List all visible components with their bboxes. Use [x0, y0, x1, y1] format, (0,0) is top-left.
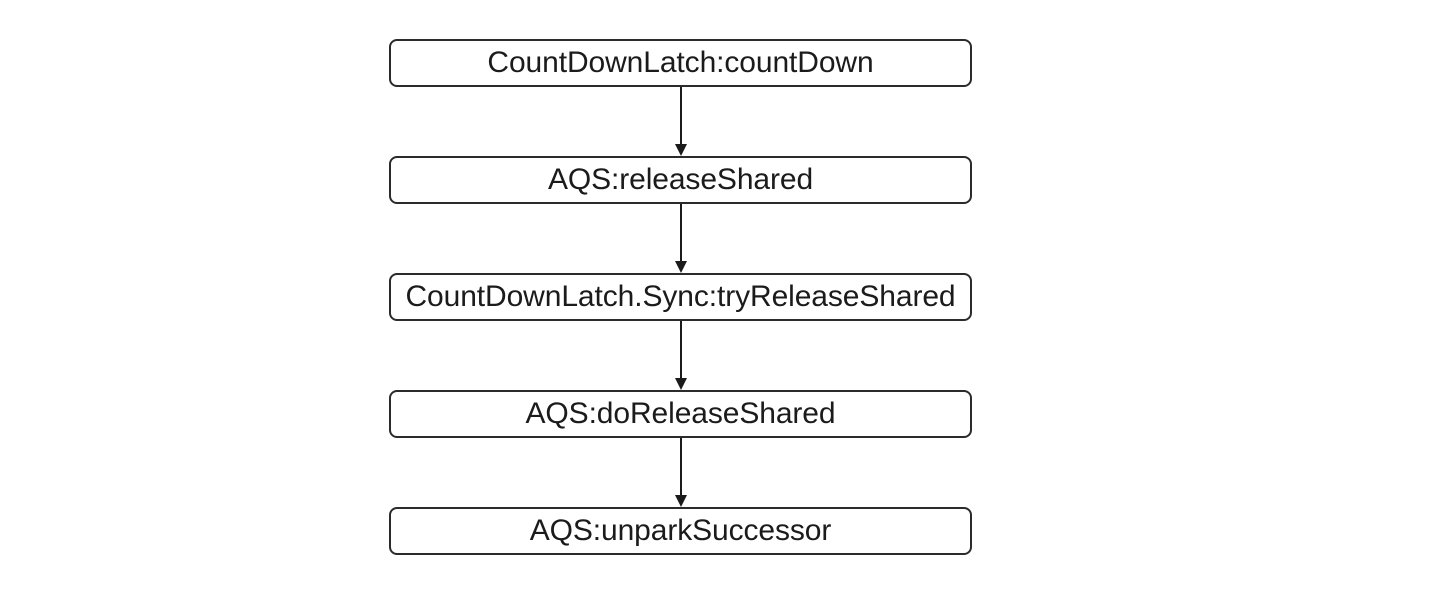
flowchart-edge-3 [389, 321, 972, 390]
flowchart-node-label: AQS:unparkSuccessor [529, 514, 832, 547]
arrow-down-icon [674, 495, 687, 507]
edge-line [679, 204, 682, 263]
flowchart-node-label: AQS:releaseShared [547, 163, 814, 196]
flowchart-edge-4 [389, 438, 972, 507]
flowchart-edge-2 [389, 204, 972, 273]
edge-line [679, 438, 682, 497]
flowchart-edge-1 [389, 87, 972, 156]
arrow-down-icon [674, 144, 687, 156]
flowchart-node-try-release-shared[interactable]: CountDownLatch.Sync:tryReleaseShared [389, 273, 972, 321]
flowchart-node-label: CountDownLatch.Sync:tryReleaseShared [405, 280, 956, 313]
edge-line [679, 87, 682, 146]
flowchart-node-count-down[interactable]: CountDownLatch:countDown [389, 39, 972, 87]
flowchart-node-release-shared[interactable]: AQS:releaseShared [389, 156, 972, 204]
flowchart-node-label: CountDownLatch:countDown [487, 46, 874, 79]
flowchart-node-unpark-successor[interactable]: AQS:unparkSuccessor [389, 507, 972, 555]
arrow-down-icon [674, 378, 687, 390]
flowchart-node-do-release-shared[interactable]: AQS:doReleaseShared [389, 390, 972, 438]
edge-line [679, 321, 682, 380]
flowchart-node-column: CountDownLatch:countDown AQS:releaseShar… [389, 39, 972, 555]
flowchart-node-label: AQS:doReleaseShared [525, 397, 836, 430]
arrow-down-icon [674, 261, 687, 273]
